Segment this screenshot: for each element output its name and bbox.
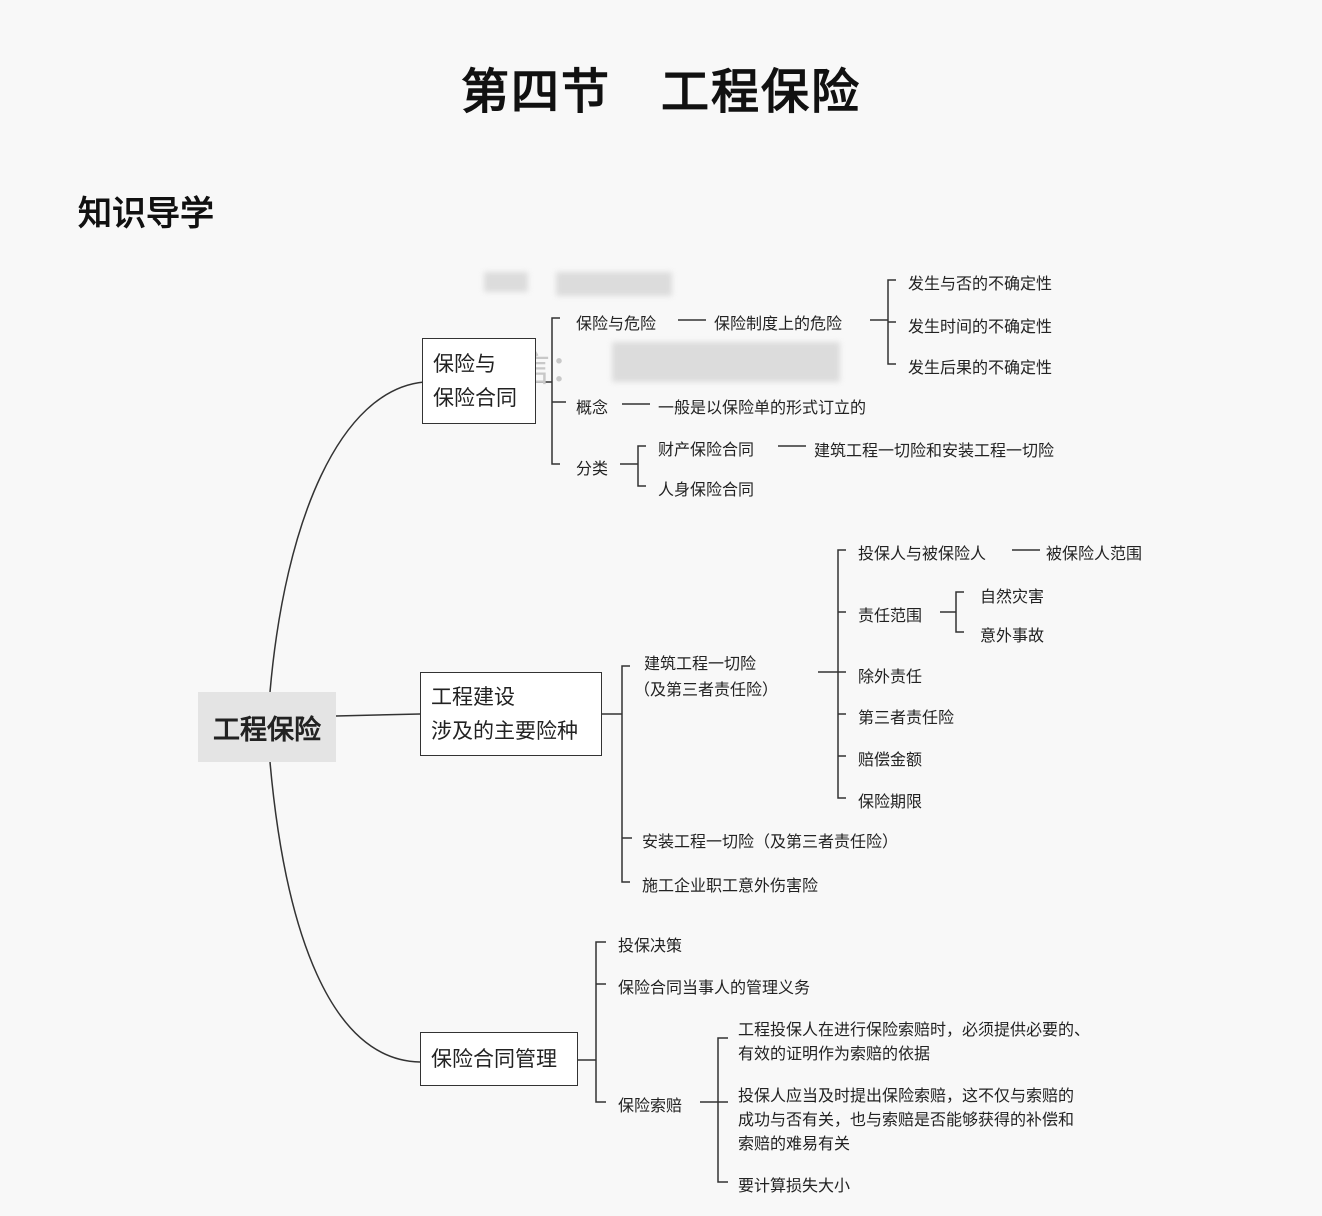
node-label-line: 工程建设 [431,685,515,709]
node-property-contract: 财产保险合同 [658,440,755,459]
node-category: 分类 [576,459,609,478]
node-insured: 投保人与被保险人 [858,544,987,563]
node-claim-loss: 要计算损失大小 [738,1176,851,1195]
node-compensation: 赔偿金额 [858,750,923,769]
node-uncertainty: 发生与否的不确定性 [908,274,1053,293]
blurred-watermark [484,272,528,292]
blurred-watermark [612,342,840,382]
node-insured-scope: 被保险人范围 [1046,544,1143,563]
section-title: 知识导学 [78,194,214,234]
node-claim-evidence: 工程投保人在进行保险索赔时，必须提供必要的、 [738,1020,1091,1039]
node-claim-timely: 投保人应当及时提出保险索赔，这不仅与索赔的 [738,1086,1075,1105]
node-concept: 概念 [576,398,609,417]
node-claim-timely: 索赔的难易有关 [738,1134,851,1153]
node-label-line: 涉及的主要险种 [431,719,578,743]
node-label-line: 保险与 [433,352,496,376]
node-risk: 保险与危险 [576,314,657,333]
node-liability: 责任范围 [858,606,923,625]
node-concept-desc: 一般是以保险单的形式订立的 [658,398,867,417]
node-period: 保险期限 [858,792,923,811]
node-construction-all-risk-sub: （及第三者责任险） [634,680,779,699]
page-title: 第四节 工程保险 [460,64,861,120]
node-main-insurance-types: 工程建设 涉及的主要险种 [420,672,602,756]
node-label-line: 保险合同 [433,386,517,410]
node-construction-all-risk: 建筑工程一切险 [644,654,757,673]
node-duty: 保险合同当事人的管理义务 [618,978,811,997]
node-installation-all-risk: 安装工程一切险（及第三者责任险） [642,832,899,851]
node-insurance-and-contract: 保险与 保险合同 [422,338,536,424]
node-natural-disaster: 自然灾害 [980,587,1045,606]
node-exclusion: 除外责任 [858,667,923,686]
node-contract-management: 保险合同管理 [420,1032,578,1086]
node-claim: 保险索赔 [618,1096,683,1115]
node-accident: 意外事故 [980,626,1045,645]
node-claim-evidence: 有效的证明作为索赔的依据 [738,1044,931,1063]
root-node: 工程保险 [198,692,336,762]
node-risk-sub: 保险制度上的危险 [714,314,843,333]
node-uncertainty: 发生后果的不确定性 [908,358,1053,377]
node-claim-timely: 成功与否有关，也与索赔是否能够获得的补偿和 [738,1110,1075,1129]
blurred-watermark [556,272,672,296]
node-personal-contract: 人身保险合同 [658,480,755,499]
node-third-party: 第三者责任险 [858,708,955,727]
node-property-desc: 建筑工程一切险和安装工程一切险 [814,441,1055,460]
node-decision: 投保决策 [618,936,683,955]
node-worker-accident: 施工企业职工意外伤害险 [642,876,819,895]
node-uncertainty: 发生时间的不确定性 [908,317,1053,336]
